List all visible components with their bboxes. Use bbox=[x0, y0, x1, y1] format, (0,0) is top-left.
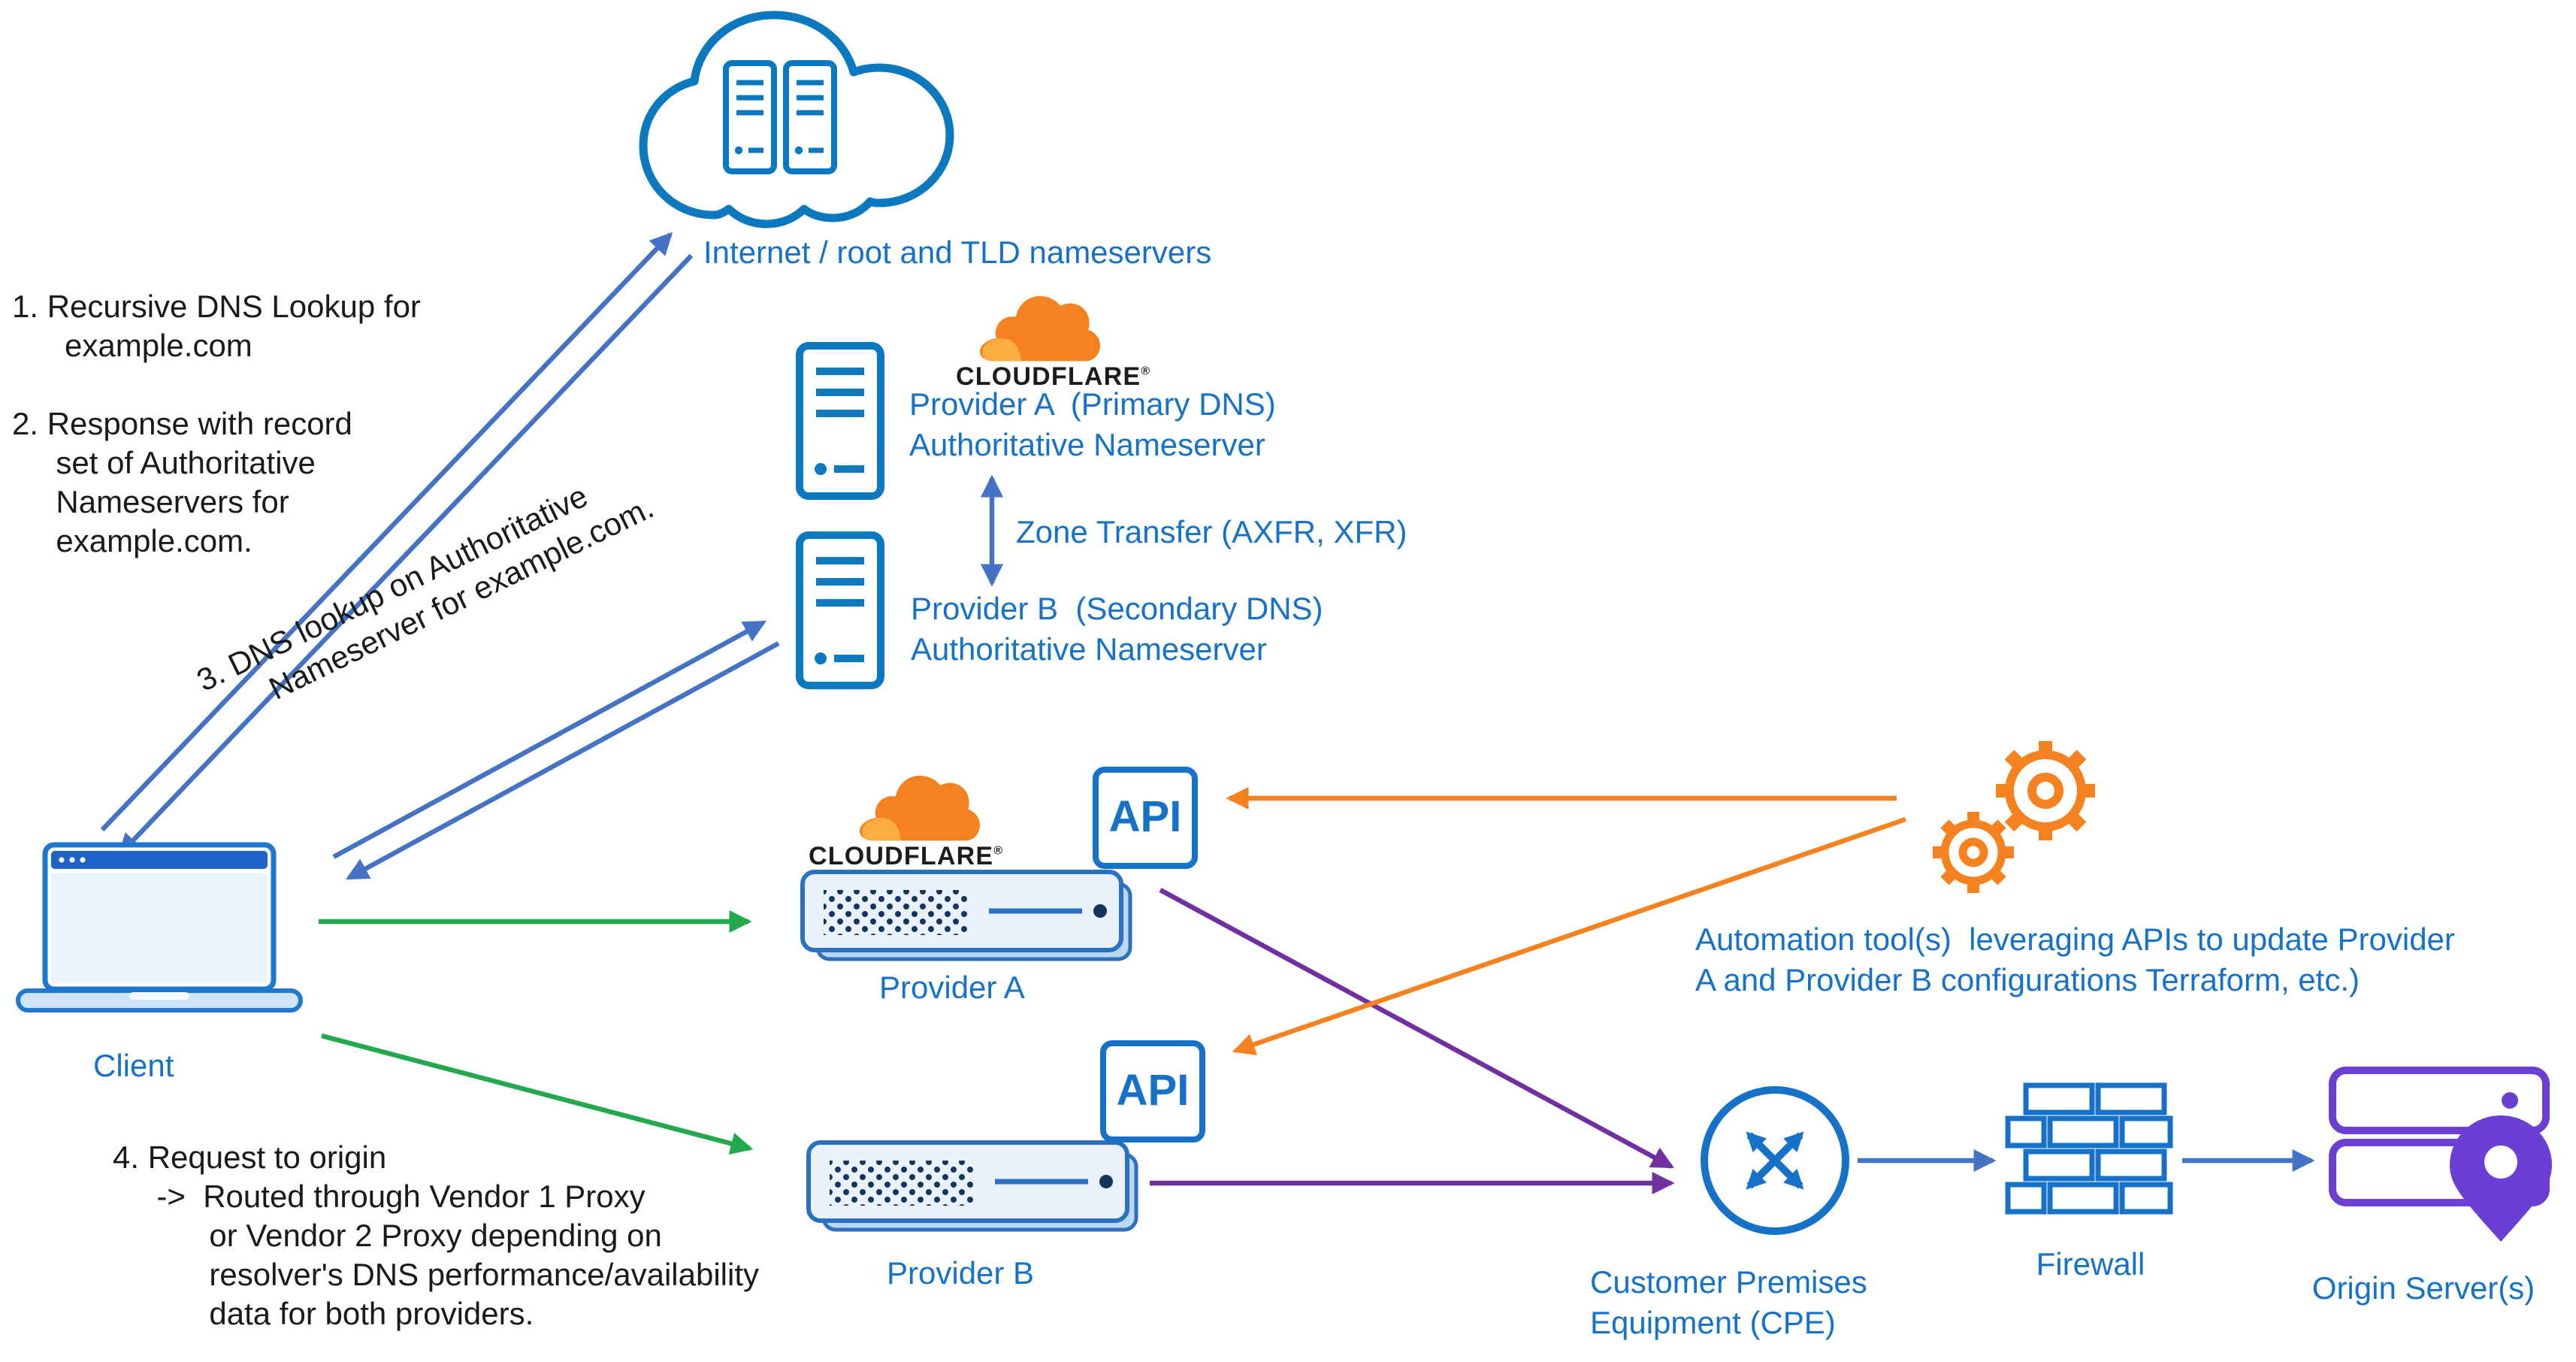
internet-label: Internet / root and TLD nameservers bbox=[703, 236, 1212, 271]
zone-transfer-label: Zone Transfer (AXFR, XFR) bbox=[1016, 516, 1407, 550]
arrows bbox=[100, 232, 2315, 1194]
gear-small-icon bbox=[1933, 812, 2014, 893]
cloudflare-cloud-icon-2 bbox=[860, 776, 980, 841]
arrow-auth-response bbox=[346, 641, 780, 880]
automation-gears-icon bbox=[1933, 741, 2095, 893]
api-box-provider-b: API bbox=[1100, 1040, 1205, 1143]
api-box-provider-a: API bbox=[1093, 767, 1198, 869]
root-nameserver-icon-1 bbox=[723, 60, 777, 174]
cloudflare-cloud-icon-1 bbox=[980, 296, 1100, 362]
provider-b-proxy-label: Provider B bbox=[887, 1257, 1035, 1291]
note-step-4: 4. Request to origin -> Routed through V… bbox=[113, 1141, 759, 1332]
nameserver-b-icon bbox=[800, 535, 881, 686]
cloudflare-wordmark-1-text: CLOUDFLARE bbox=[956, 362, 1141, 391]
cloudflare-wordmark-1: CLOUDFLARE® bbox=[956, 362, 1150, 392]
cloudflare-wordmark-2-text: CLOUDFLARE bbox=[809, 842, 994, 870]
client-laptop-icon bbox=[16, 842, 303, 1012]
note-steps-1-2: 1. Recursive DNS Lookup for example.com … bbox=[12, 290, 421, 559]
firewall-label: Firewall bbox=[2036, 1248, 2145, 1282]
client-label: Client bbox=[93, 1049, 174, 1084]
cloudflare-wordmark-2: CLOUDFLARE® bbox=[809, 842, 1003, 872]
provider-a-proxy-label: Provider A bbox=[879, 971, 1025, 1006]
cpe-router-icon bbox=[1701, 1086, 1849, 1235]
arrow-recursive-query bbox=[100, 232, 673, 832]
arrow-provider-a-cpe bbox=[1159, 888, 1674, 1169]
arrow-automation-api-b bbox=[1232, 816, 1907, 1055]
internet-cloud-icon bbox=[639, 11, 954, 229]
arrow-client-provider-b bbox=[321, 1033, 754, 1155]
root-nameserver-icon-2 bbox=[783, 60, 837, 174]
automation-label: Automation tool(s) leveraging APIs to up… bbox=[1695, 923, 2455, 998]
location-pin-icon bbox=[2450, 1115, 2552, 1242]
origin-servers-label: Origin Server(s) bbox=[2311, 1272, 2535, 1306]
nameserver-a-icon bbox=[800, 346, 881, 496]
arrow-recursive-response bbox=[117, 253, 694, 857]
provider-a-nameserver-label: Provider A (Primary DNS) Authoritative N… bbox=[909, 388, 1276, 463]
origin-servers-icon bbox=[2329, 1067, 2552, 1242]
registered-mark-1: ® bbox=[1141, 364, 1151, 378]
registered-mark-2: ® bbox=[993, 843, 1004, 858]
firewall-icon bbox=[2005, 1082, 2173, 1215]
gear-large-icon bbox=[1996, 741, 2095, 840]
arrow-auth-query bbox=[332, 620, 766, 859]
cpe-label: Customer Premises Equipment (CPE) bbox=[1590, 1266, 1867, 1341]
provider-b-nameserver-label: Provider B (Secondary DNS) Authoritative… bbox=[911, 592, 1323, 667]
provider-b-proxy-icon bbox=[809, 1143, 1136, 1230]
provider-a-proxy-icon bbox=[803, 872, 1130, 959]
